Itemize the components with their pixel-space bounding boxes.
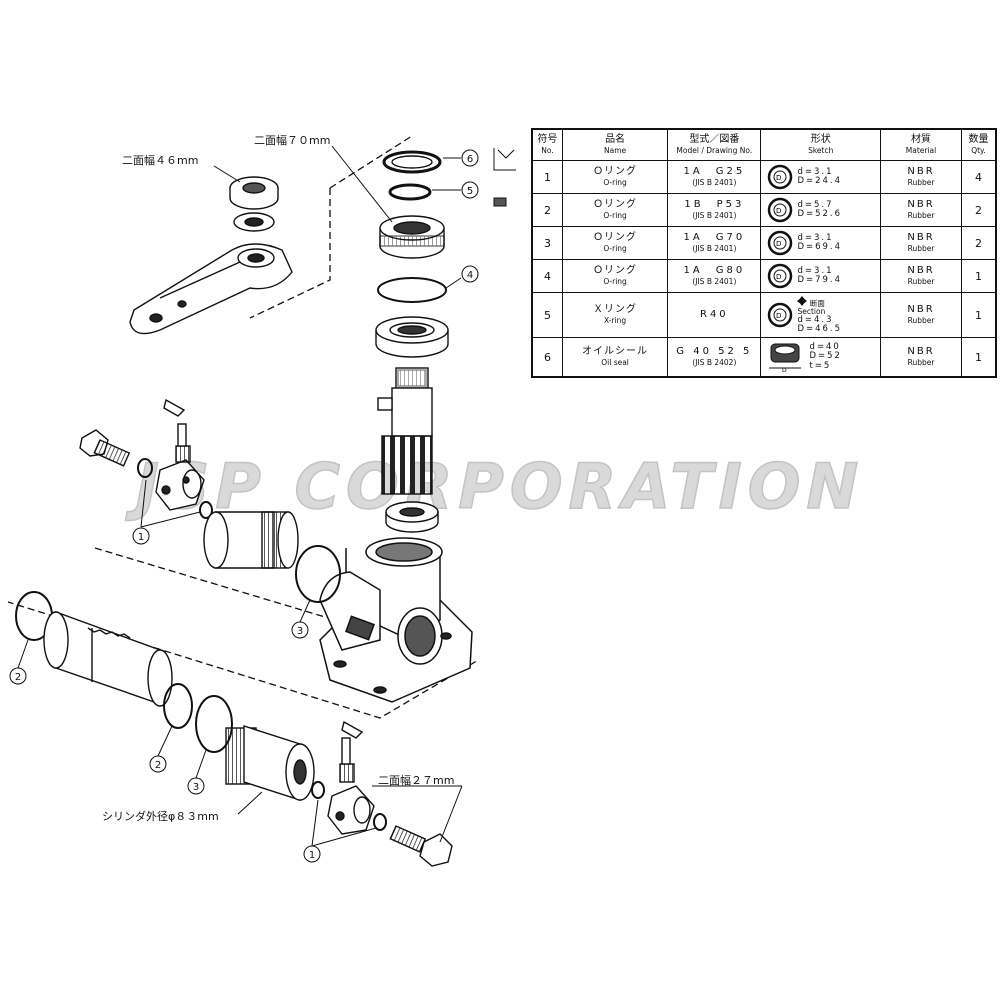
svg-text:D: D [776, 207, 781, 215]
callout-6 [461, 149, 479, 167]
label-width-46: 二面幅４６mm [122, 154, 198, 167]
callout-1-lower [303, 845, 321, 863]
o-ring-4 [377, 277, 447, 303]
callout-circles [9, 149, 479, 863]
banjo-bolt-lower [389, 825, 453, 867]
callout-5 [461, 181, 479, 199]
callout-3-lower [187, 777, 205, 795]
label-width-27: 二面幅２７mm [378, 774, 454, 787]
callout-2-left [9, 667, 27, 685]
label-cylinder-od: シリンダ外径φ８３mm [102, 809, 219, 823]
svg-text:3: 3 [193, 782, 199, 793]
cylinder-tube [43, 610, 173, 707]
upper-left-assembly [79, 398, 341, 603]
svg-text:2: 2 [155, 760, 161, 771]
bearing-lower [385, 501, 439, 533]
svg-text:1: 1 [138, 532, 144, 543]
o-ring-3-upper [295, 545, 341, 603]
svg-text:D: D [776, 312, 781, 320]
bearing-upper [375, 316, 449, 358]
svg-text:D: D [776, 174, 781, 182]
lower-cylinder-assembly [15, 591, 453, 867]
oil-seal-sketch-icon: D [769, 343, 802, 372]
o-ring-sketch-icon: D [768, 263, 793, 289]
x-section-icon [797, 295, 808, 306]
seal-profile-icon [493, 148, 516, 207]
banjo-bolt-upper [79, 429, 131, 467]
pinion-gear [381, 435, 433, 495]
o-ring-sketch-icon: D [768, 230, 793, 256]
callout-2-lower [149, 755, 167, 773]
banjo-fitting-upper [155, 398, 205, 511]
svg-text:D: D [782, 367, 787, 372]
callout-1-upper [132, 527, 150, 545]
steering-arm-group [129, 176, 293, 335]
o-ring-1d [373, 813, 387, 831]
svg-text:5: 5 [467, 186, 473, 197]
cylinder-cap-lower [225, 725, 315, 801]
o-ring-1c [311, 781, 325, 799]
o-ring-2-right [163, 683, 193, 729]
sector-shaft [377, 367, 433, 495]
o-ring-sketch-icon: D [768, 197, 793, 223]
shaft-stack [375, 150, 449, 533]
assembly-dashed-lines [7, 135, 477, 719]
x-ring-5 [388, 183, 432, 201]
svg-text:2: 2 [15, 672, 21, 683]
svg-text:1: 1 [309, 850, 315, 861]
callout-4 [461, 265, 479, 283]
pump-housing [319, 537, 473, 703]
svg-text:D: D [776, 240, 781, 248]
svg-text:3: 3 [297, 626, 303, 637]
watermark: JSP CORPORATION [125, 450, 865, 523]
cylinder-cap-upper [203, 511, 299, 569]
x-ring-sketch-icon: D [768, 302, 793, 328]
o-ring-3-lower [195, 695, 233, 753]
svg-text:D: D [776, 273, 781, 281]
svg-text:6: 6 [467, 154, 473, 165]
label-width-70: 二面幅７０mm [254, 134, 330, 147]
leader-lines [17, 145, 463, 847]
banjo-fitting-lower [327, 720, 375, 835]
o-ring-1b [199, 501, 213, 519]
callout-numbers: 6 5 4 1 3 2 2 3 1 [15, 154, 473, 861]
callout-3-upper [291, 621, 309, 639]
gland-nut-70 [379, 215, 445, 259]
o-ring-1a [137, 458, 153, 478]
svg-text:4: 4 [467, 270, 473, 281]
o-ring-sketch-icon: D [768, 164, 793, 190]
